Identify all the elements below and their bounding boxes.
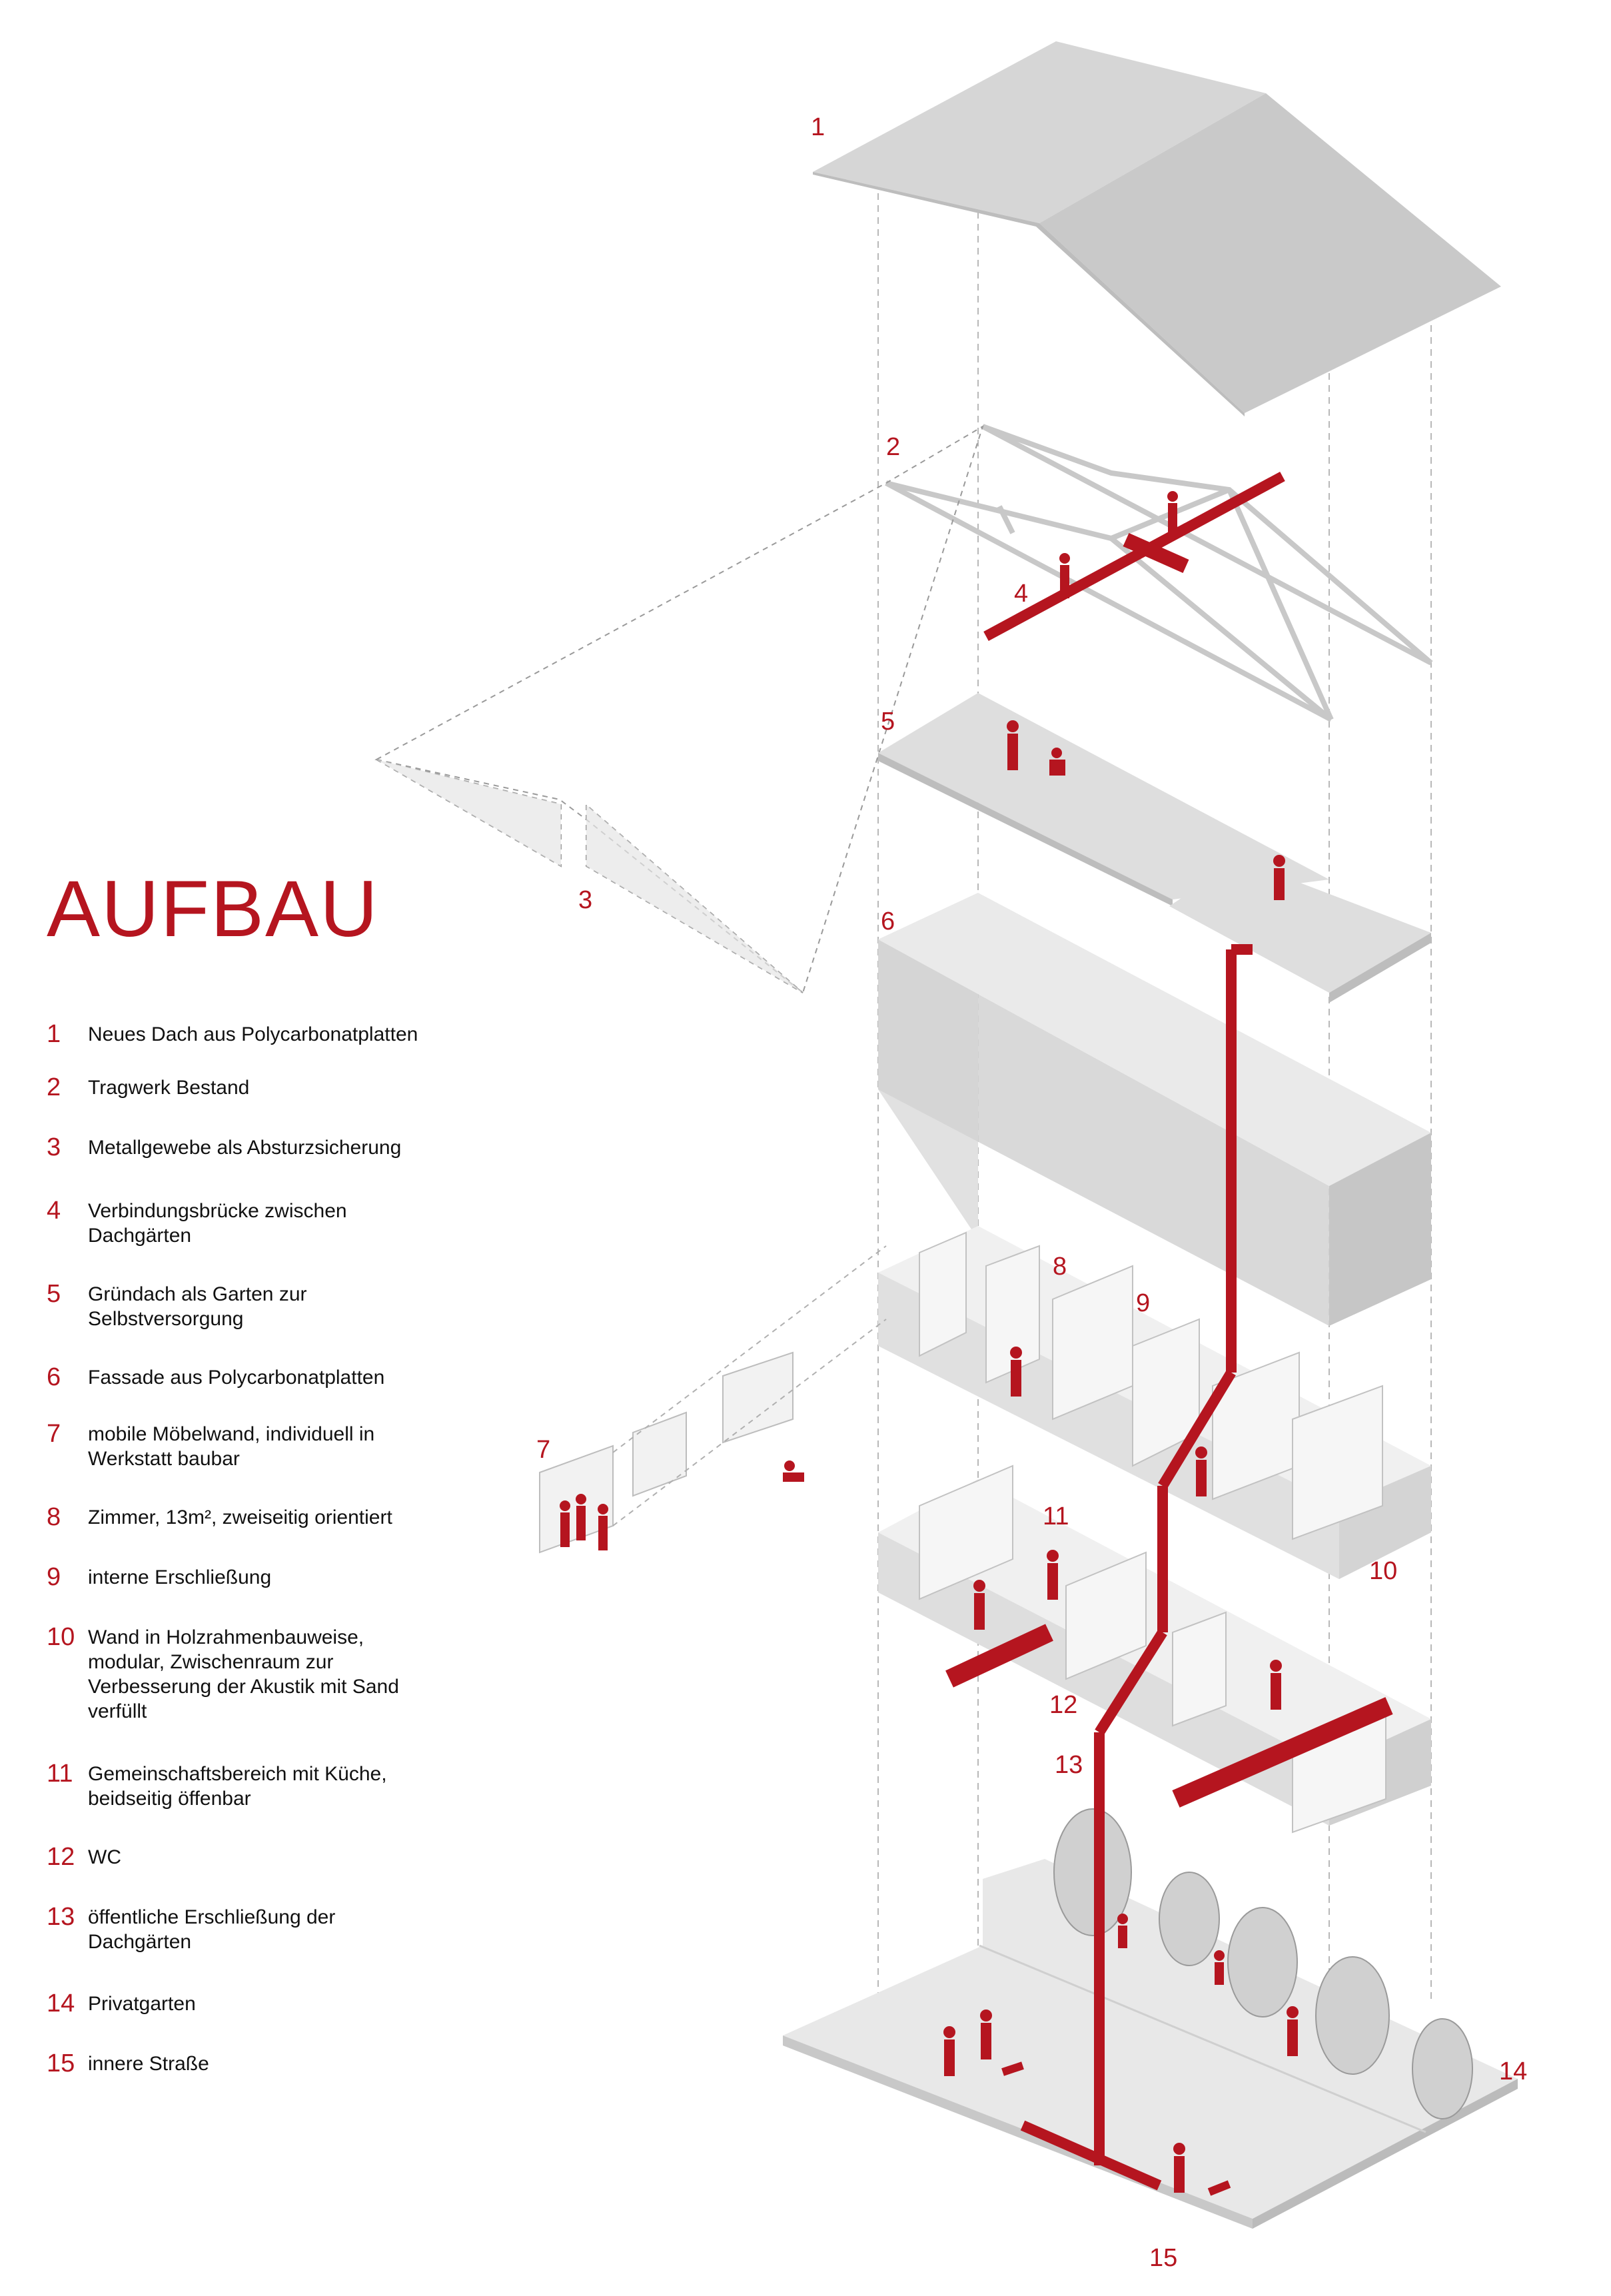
legend-text: Fassade aus Polycarbonatplatten xyxy=(88,1367,385,1389)
diagram-label-13: 13 xyxy=(1055,1751,1083,1779)
diagram-label-15: 15 xyxy=(1149,2244,1178,2272)
legend-item: 12 WC xyxy=(47,1842,121,1872)
legend-number: 10 xyxy=(47,1623,75,1651)
legend-number: 14 xyxy=(47,1990,75,2017)
legend-item: 2 Tragwerk Bestand xyxy=(47,1073,249,1102)
legend-item: 14 Privatgarten xyxy=(47,1989,196,2018)
legend-text: Wand in Holzrahmenbauweise, modular, Zwi… xyxy=(88,1626,399,1722)
legend-number: 11 xyxy=(47,1760,73,1788)
truss-structure xyxy=(885,424,1433,722)
diagram-label-1: 1 xyxy=(811,113,825,141)
legend-item: 1 Neues Dach aus Polycarbonatplatten xyxy=(47,1019,418,1049)
legend-text: Tragwerk Bestand xyxy=(88,1077,250,1099)
legend-text: innere Straße xyxy=(88,2053,209,2075)
diagram-label-2: 2 xyxy=(886,433,901,461)
diagram-label-14: 14 xyxy=(1499,2057,1528,2085)
legend-number: 3 xyxy=(47,1133,61,1161)
legend-number: 5 xyxy=(47,1280,61,1308)
furniture-guide-lines xyxy=(612,1245,887,1526)
legend-number: 1 xyxy=(47,1020,61,1048)
diagram-label-6: 6 xyxy=(881,907,895,935)
legend-text: Gründach als Garten zur Selbstversorgung xyxy=(88,1283,307,1330)
legend-number: 13 xyxy=(47,1903,75,1931)
mesh-panel-right xyxy=(586,805,803,993)
facade-box xyxy=(878,893,1431,1326)
legend-item: 8 Zimmer, 13m², zweiseitig orientiert xyxy=(47,1502,392,1532)
legend-item: 7 mobile Möbelwand, individuell in Werkst… xyxy=(47,1419,374,1471)
diagram-label-9: 9 xyxy=(1136,1289,1151,1317)
legend-number: 6 xyxy=(47,1363,61,1391)
diagram-label-10: 10 xyxy=(1369,1557,1398,1585)
diagram-label-5: 5 xyxy=(881,708,895,736)
legend-text: Verbindungsbrücke zwischen Dachgärten xyxy=(88,1200,347,1247)
legend-item: 5 Gründach als Garten zur Selbstversorgun… xyxy=(47,1279,307,1331)
legend-item: 10 Wand in Holzrahmenbauweise, modular, Z… xyxy=(47,1622,399,1724)
legend-number: 8 xyxy=(47,1503,61,1531)
legend-item: 13 öffentliche Erschließung der Dachgärte… xyxy=(47,1902,335,1954)
legend-text: öffentliche Erschließung der Dachgärten xyxy=(88,1906,336,1953)
legend-text: Gemeinschaftsbereich mit Küche, beidseit… xyxy=(88,1763,387,1810)
legend-number: 15 xyxy=(47,2049,75,2077)
legend-number: 2 xyxy=(47,1073,61,1101)
furniture-walls xyxy=(539,1351,794,1554)
people-silhouettes xyxy=(560,491,1299,2193)
red-circulation xyxy=(945,471,1393,2196)
green-roof-slabs xyxy=(878,693,1431,1003)
legend-text: Zimmer, 13m², zweiseitig orientiert xyxy=(88,1506,392,1528)
legend-text: Privatgarten xyxy=(88,1993,196,2015)
diagram-label-7: 7 xyxy=(536,1436,551,1464)
legend-item: 15 innere Straße xyxy=(47,2049,209,2078)
diagram-label-12: 12 xyxy=(1049,1691,1078,1719)
rooms-level xyxy=(878,1226,1431,1579)
page-title: AUFBAU xyxy=(47,864,379,953)
diagram-label-3: 3 xyxy=(578,886,593,914)
legend-item: 6 Fassade aus Polycarbonatplatten xyxy=(47,1363,384,1392)
diagram-label-4: 4 xyxy=(1014,580,1029,608)
ground-level xyxy=(783,1859,1518,2229)
legend-item: 4 Verbindungsbrücke zwischen Dachgärten xyxy=(47,1196,347,1248)
legend-number: 12 xyxy=(47,1843,75,1871)
legend-item: 9 interne Erschließung xyxy=(47,1562,271,1592)
legend-number: 7 xyxy=(47,1420,61,1448)
diagram-label-11: 11 xyxy=(1043,1502,1069,1530)
diagram-label-8: 8 xyxy=(1053,1253,1067,1281)
legend-text: WC xyxy=(88,1846,121,1868)
legend-text: mobile Möbelwand, individuell in Werksta… xyxy=(88,1423,375,1470)
legend-item: 11 Gemeinschaftsbereich mit Küche, beidse… xyxy=(47,1759,387,1811)
legend-text: Metallgewebe als Absturzsicherung xyxy=(88,1137,402,1159)
legend-text: Neues Dach aus Polycarbonatplatten xyxy=(88,1023,418,1045)
mesh-panel-left xyxy=(376,760,561,866)
roof-layer xyxy=(813,41,1501,416)
legend-text: interne Erschließung xyxy=(88,1566,272,1588)
trees xyxy=(1053,1808,1473,2119)
legend-item: 3 Metallgewebe als Absturzsicherung xyxy=(47,1133,401,1162)
legend-number: 4 xyxy=(47,1197,61,1225)
legend-number: 9 xyxy=(47,1563,61,1591)
